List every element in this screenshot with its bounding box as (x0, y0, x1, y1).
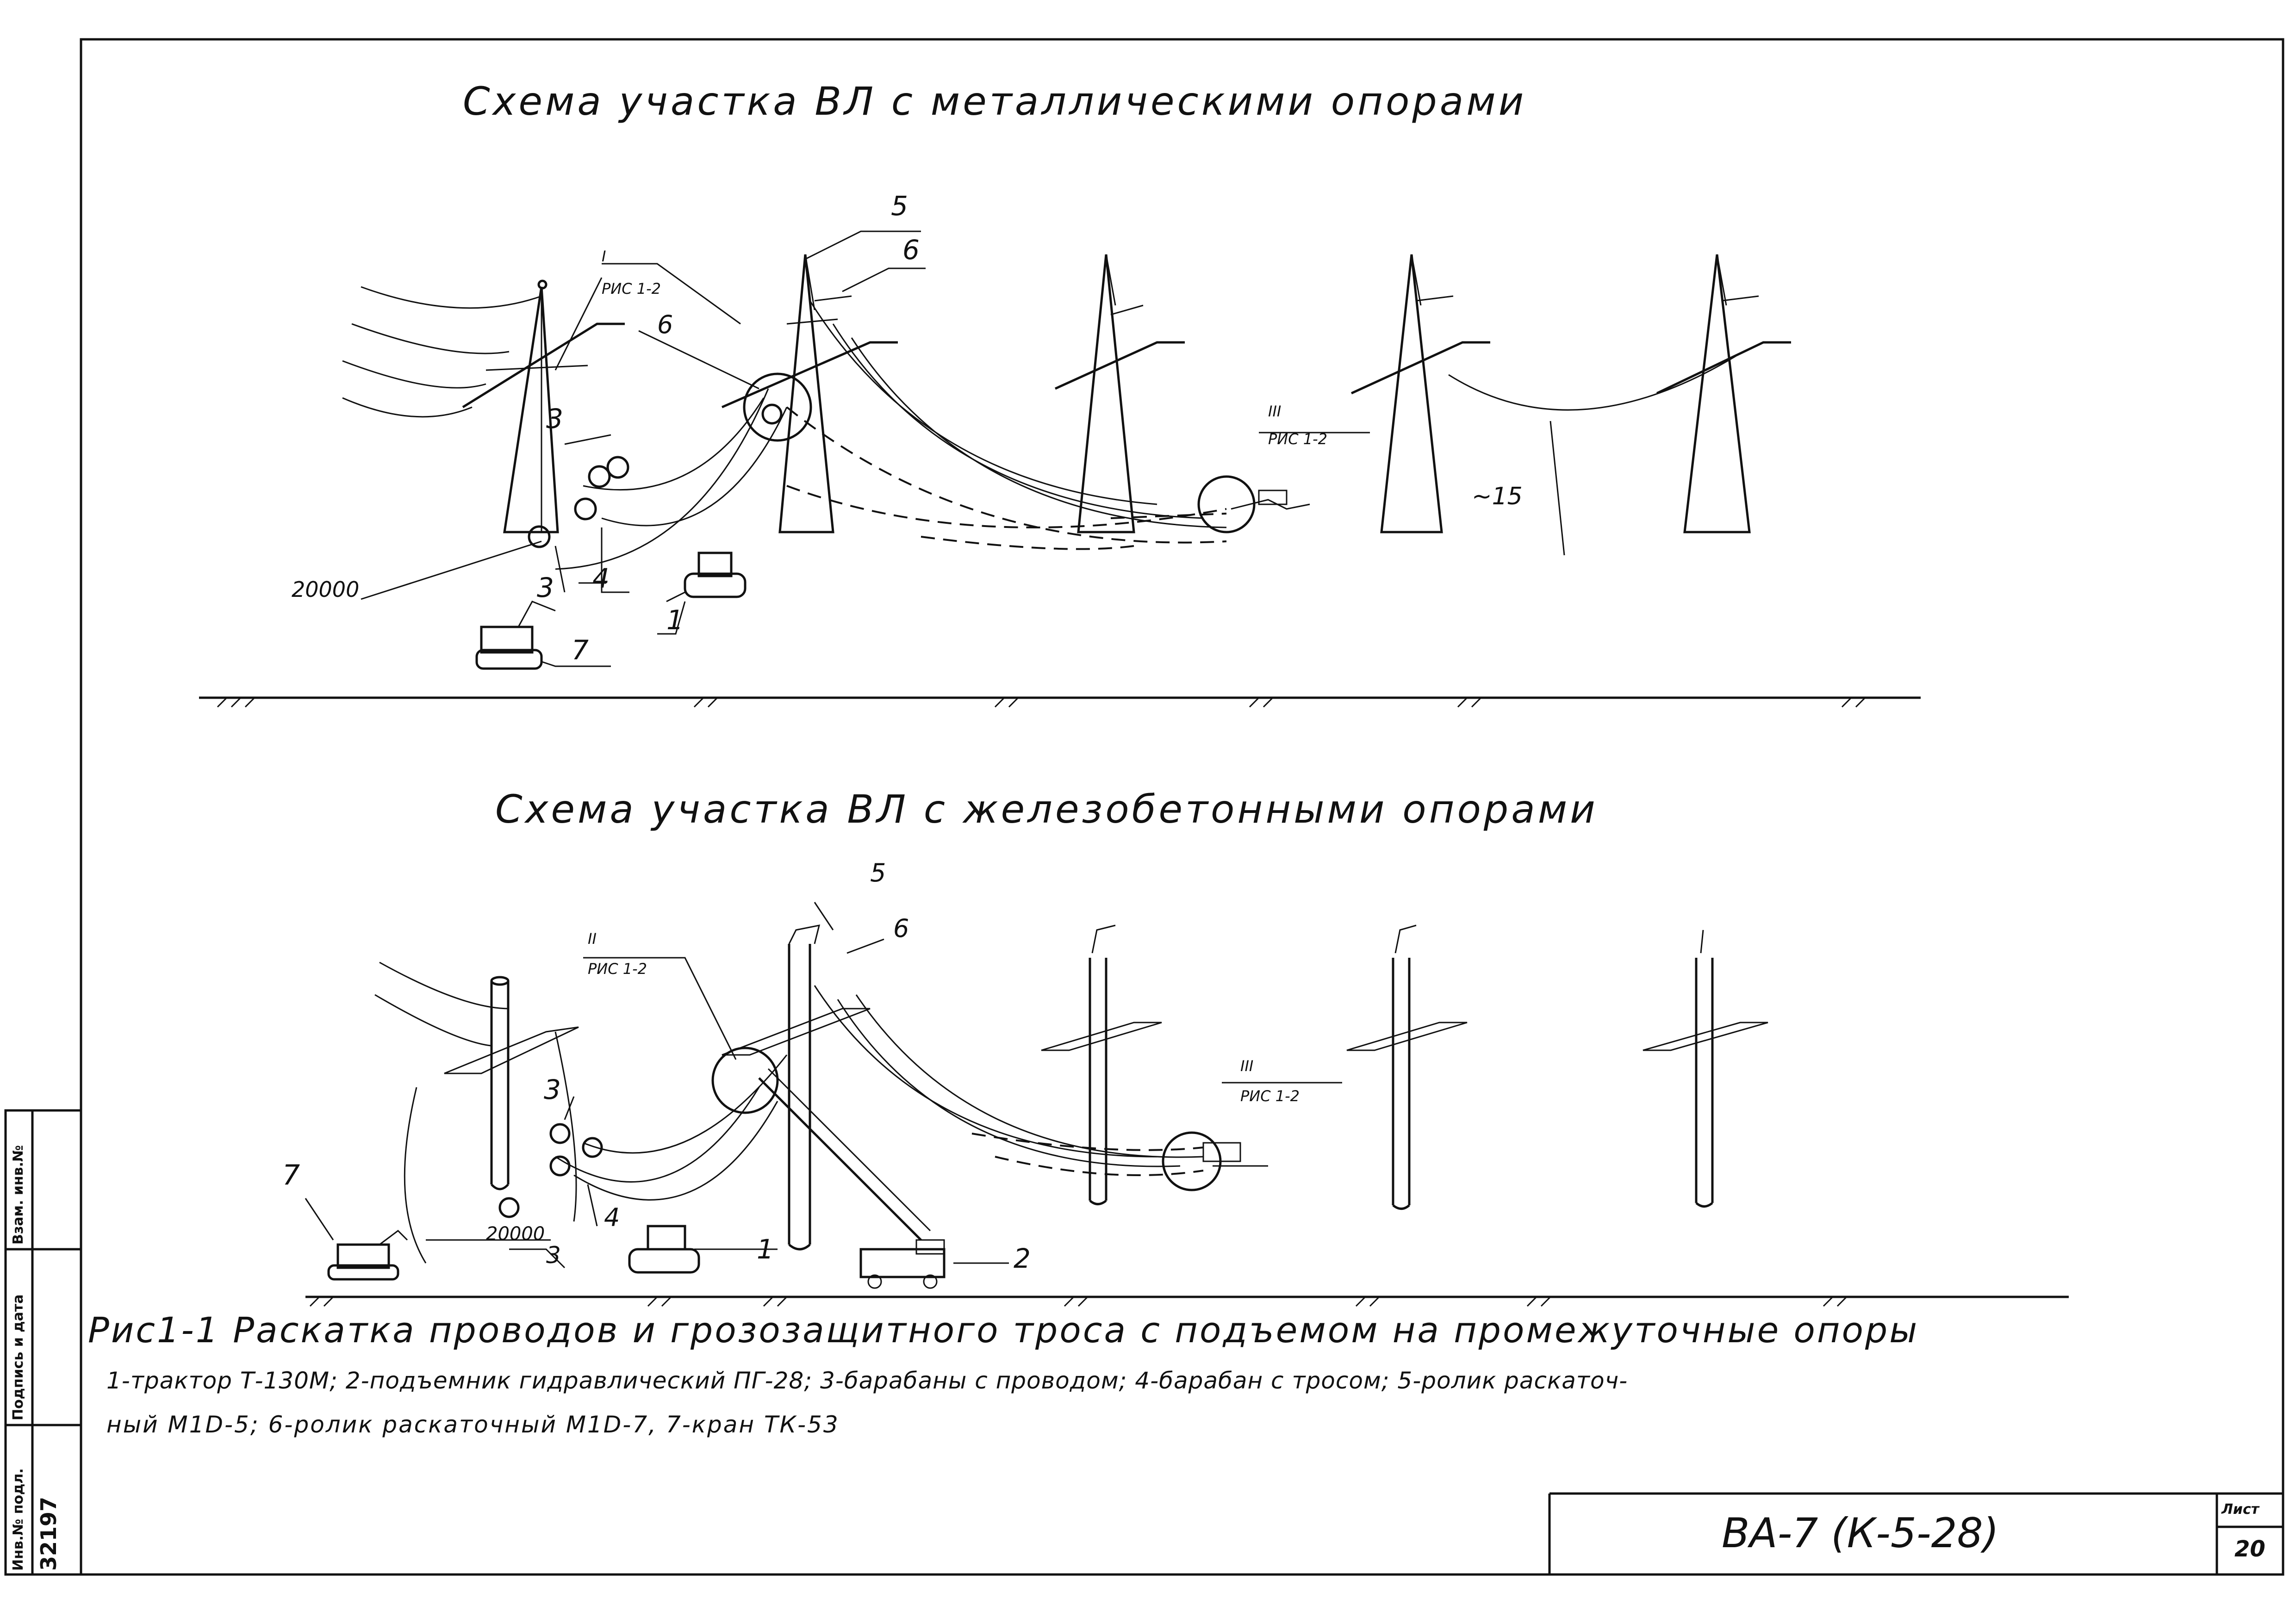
top-ref-1: I (602, 248, 606, 265)
top-leaders (361, 230, 1370, 667)
top-diagram-title: Схема участка ВЛ с металлическими опорам… (463, 79, 1527, 124)
side-signature-label: Подпись и дата (10, 1294, 26, 1420)
top-labels: I РИС 1-2 III РИС 1-2 5 6 6 3 3 4 7 1 20… (292, 190, 1523, 666)
bottom-pole-3 (1041, 924, 1162, 1205)
top-angle: ~15 (1472, 483, 1523, 510)
bottom-label-3b: 3 (546, 1242, 561, 1269)
bottom-leaders (305, 902, 1342, 1269)
drawing-code: ВА-7 (К-5-28) (1722, 1509, 1999, 1557)
top-ref-2-fig: РИС 1-2 (1268, 430, 1327, 448)
bottom-tractor (628, 1225, 700, 1274)
bottom-pole-4 (1346, 924, 1468, 1210)
bottom-hydraulic-lift (758, 1068, 946, 1289)
side-strip-frame (4, 1109, 82, 1576)
bottom-crane (327, 1230, 408, 1281)
bottom-diagram-title: Схема участка ВЛ с железобетонными опора… (495, 787, 1598, 832)
bottom-drums (498, 1123, 603, 1218)
bottom-label-4: 4 (604, 1203, 620, 1232)
top-label-1: 1 (666, 604, 684, 636)
bottom-labels: II РИС 1-2 III РИС 1-2 5 6 3 3 4 7 1 2 2… (282, 858, 1300, 1274)
bottom-ref-1: II (588, 930, 597, 948)
top-ref-2: III (1268, 403, 1281, 420)
bottom-label-2: 2 (1014, 1243, 1031, 1274)
top-tower-4 (1350, 254, 1490, 533)
top-drums (528, 456, 629, 548)
bottom-label-3a: 3 (544, 1074, 561, 1105)
top-distance: 20000 (292, 577, 359, 602)
top-label-6a: 6 (902, 234, 920, 266)
top-label-3b: 3 (537, 572, 554, 603)
bottom-ref-1-fig: РИС 1-2 (588, 960, 647, 978)
bottom-label-1: 1 (757, 1233, 774, 1265)
top-label-6b: 6 (657, 310, 673, 339)
top-label-3a: 3 (546, 403, 563, 434)
top-wires (342, 286, 1736, 570)
legend-line-1: 1-трактор Т-130М; 2-подъемник гидравличе… (106, 1367, 1628, 1394)
bottom-label-7: 7 (282, 1159, 300, 1191)
sheet-label: Лист (2221, 1501, 2259, 1518)
top-ref-1-fig: РИС 1-2 (602, 280, 661, 298)
top-tower-5 (1656, 254, 1791, 533)
bottom-distance: 20000 (486, 1223, 545, 1245)
side-replace-label: Взам. инв.№ (10, 1145, 26, 1245)
top-tower-2 (721, 254, 898, 533)
top-label-5: 5 (891, 190, 908, 222)
bottom-detail-circle-3 (1162, 1131, 1268, 1191)
top-tower-1 (462, 279, 625, 533)
bottom-label-5: 5 (870, 858, 886, 887)
top-detail-circle-3 (1197, 475, 1310, 533)
bottom-pole-5 (1643, 930, 1768, 1208)
top-label-4: 4 (592, 563, 610, 594)
bottom-pole-1 (404, 976, 579, 1264)
bottom-label-6: 6 (893, 914, 909, 943)
top-label-7: 7 (572, 634, 589, 666)
sheet-frame (80, 38, 2284, 1576)
bottom-detail-circle-2 (711, 1047, 779, 1114)
side-inventory-label: Инв.№ подл. (10, 1468, 26, 1571)
side-inventory-value: 32197 (36, 1496, 61, 1571)
legend-line-2: ный М1D-5; 6-ролик раскаточный М1D-7, 7-… (106, 1411, 840, 1438)
bottom-pole-2 (722, 924, 871, 1251)
top-tower-3 (1054, 254, 1185, 533)
bottom-ref-2-fig: РИС 1-2 (1240, 1087, 1300, 1105)
bottom-ref-2: III (1240, 1057, 1253, 1075)
sheet-number: 20 (2234, 1536, 2265, 1562)
top-crane (475, 601, 556, 670)
figure-caption: Рис1-1 Раскатка проводов и грозозащитног… (88, 1309, 1919, 1351)
top-ground-line (199, 696, 1921, 708)
top-detail-circle-1 (743, 372, 812, 442)
top-tractor (666, 552, 747, 602)
bottom-ground-line (305, 1295, 2069, 1307)
bottom-wires (374, 961, 1204, 1201)
